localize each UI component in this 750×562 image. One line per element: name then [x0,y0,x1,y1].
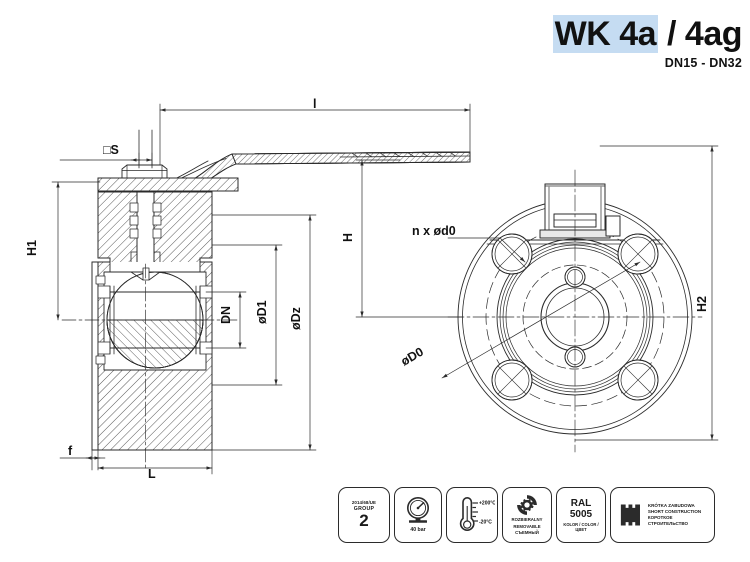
model-name: WK 4a [552,15,659,53]
short-text-pl: KRÓTKA ZABUDOWA [647,503,695,508]
ped-badge: 2014/68/UE GROUP 2 [338,487,390,543]
ral-code: 5005 [569,509,593,520]
short-text-en: SHORT CONSTRUCTION [647,509,702,514]
dim-d1 [211,244,283,386]
dim-l-length [97,449,213,475]
pressure-value: 40 bar [410,527,426,533]
label-d1: øD1 [255,300,269,324]
label-h1: H1 [25,240,39,256]
dim-h2 [574,145,719,441]
section-view [51,103,471,475]
ral-sub-label: KOLOR / COLOR / ЦВЕТ [563,522,599,532]
label-square-stem: □S [103,143,119,157]
leader-bolt-holes [447,237,526,263]
thermometer-icon: +200°C -20°C [459,497,495,531]
label-dn: DN [219,306,233,324]
label-h: H [341,233,355,242]
dim-f [59,449,106,471]
feature-badge-strip: 2014/68/UE GROUP 2 40 bar [338,484,715,546]
title-separator: / [658,15,685,53]
page-title: WK 4a / 4ag [552,14,743,54]
dim-h [355,159,463,318]
label-h2: H2 [695,296,709,312]
ped-group-value: 2 [359,511,369,530]
dn-range: DN15 - DN32 [664,56,742,70]
ral-badge: RAL 5005 KOLOR / COLOR / ЦВЕТ [556,487,606,543]
removable-text-en: REMOVABLE [513,523,541,529]
temperature-badge: +200°C -20°C [446,487,498,543]
dim-dz [211,214,317,451]
label-f: f [68,444,73,458]
removable-badge: ROZBIERALNY REMOVABLE СЪЕМНЫЙ [502,487,552,543]
temp-min-label: -20°C [479,520,492,526]
title-block: WK 4a / 4ag DN15 - DN32 [552,14,743,71]
dim-h1 [51,181,101,321]
removable-text-ru: СЪЕМНЫЙ [515,530,539,536]
front-view [355,145,719,453]
stem-nut [121,164,168,179]
valve-stem [138,129,153,169]
label-bolt-circle: øD0 [399,345,426,369]
leader-bolt-circle [441,261,641,379]
lever-clamp-plate [97,177,239,192]
dim-dn [205,291,247,349]
short-construction-badge: KRÓTKA ZABUDOWA SHORT CONSTRUCTION КОРОТ… [610,487,715,543]
dim-overall-length [159,103,471,176]
temp-max-label: +200°C [479,501,495,507]
model-variant: 4ag [684,15,743,53]
valve-bonnet [97,191,213,273]
removable-text-pl: ROZBIERALNY [511,517,543,523]
ped-group-label: GROUP [353,506,375,512]
short-text-ru: КОРОТКОЕ СТРОИТЕЛЬСТВО [647,515,688,526]
short-body-icon [620,504,640,526]
short-construction-text: KRÓTKA ZABUDOWA SHORT CONSTRUCTION КОРОТ… [648,503,711,527]
ped-directive-icon: 2014/68/UE [351,500,377,505]
gear-arrows-icon [517,495,537,516]
label-l-length: L [148,467,156,481]
valve-body [61,261,241,469]
label-dz: øDz [289,307,303,330]
label-bolt-holes: n x ød0 [412,224,456,238]
label-overall-length: l [313,97,316,111]
pressure-gauge-icon [407,497,429,523]
pressure-badge: 40 bar [394,487,442,543]
ral-standard: RAL [570,498,592,509]
